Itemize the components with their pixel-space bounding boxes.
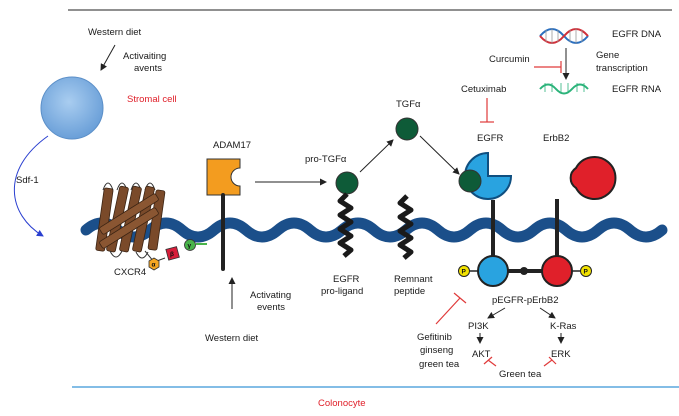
stromal-cell-label: Stromal cell [127, 94, 177, 105]
activating-events-top-label-1: Activaiting [123, 51, 166, 62]
western-diet-bottom-label: Western diet [205, 333, 259, 344]
akt-label: AKT [472, 349, 491, 360]
egfr-kinase-domain [477, 255, 509, 287]
green-tea-left-label: green tea [419, 359, 460, 370]
dimer-to-kras-arrow [539, 307, 556, 319]
green-tea-inhibition-erk [543, 356, 557, 367]
remnant-peptide-label-2: peptide [394, 286, 425, 297]
gefitinib-label: Gefitinib [417, 332, 452, 343]
p-right-label: P [584, 269, 589, 276]
rna-ticks [544, 83, 585, 92]
pro-tgfa-label: pro-TGFα [305, 154, 347, 165]
tgfa-ball [395, 117, 419, 141]
erbb2-kinase-domain [541, 255, 573, 287]
stromal-cell [40, 76, 104, 140]
protgfa-to-tgfa-arrow [359, 139, 394, 173]
p-right-badge [580, 265, 592, 277]
activating-events-bottom-label-2: events [257, 302, 285, 313]
pi3k-label: PI3K [468, 321, 489, 332]
sdf1-label: Sdf-1 [16, 175, 39, 186]
egfr-bound-tgfa [458, 169, 482, 193]
egfr-dna-helix [539, 28, 589, 44]
erbb2-receptor-head [569, 156, 617, 200]
activating-events-bottom-label-1: Activating [250, 290, 291, 301]
green-tea-bottom-label: Green tea [499, 369, 542, 380]
gene-transcription-label-2: transcription [596, 63, 648, 74]
green-tea-inhibition-akt [483, 356, 497, 367]
remnant-peptide-label-1: Remnant [394, 274, 433, 285]
dimer-link-knob [520, 267, 528, 275]
g-alpha-label: α [152, 262, 156, 269]
tgfa-label: TGFα [396, 99, 421, 110]
remnant-peptide-chain [397, 194, 414, 260]
gene-transcription-label-1: Gene [596, 50, 619, 61]
egfr-rna-strand [539, 83, 589, 95]
erk-label: ERK [551, 349, 571, 360]
erbb2-label: ErbB2 [543, 133, 569, 144]
cxcr4-label: CXCR4 [114, 267, 146, 278]
activating-events-top-label-2: avents [134, 63, 162, 74]
cetuximab-inhibition [480, 98, 494, 123]
pegfr-perbb2-label: pEGFR-pErbB2 [492, 295, 559, 306]
egfr-proligand-chain [337, 192, 354, 258]
g-gamma-label: γ [188, 243, 192, 250]
adam17-label: ADAM17 [213, 140, 251, 151]
cell-membrane [80, 217, 668, 243]
gefitinib-inhibition [435, 292, 467, 325]
egfr-dna-label: EGFR DNA [612, 29, 662, 40]
western-diet-top-label: Western diet [88, 27, 142, 38]
kras-label: K-Ras [550, 321, 577, 332]
curcumin-label: Curcumin [489, 54, 530, 65]
g-gamma-subunit [184, 239, 196, 251]
adam17-protein [206, 158, 241, 196]
egfr-proligand-label-2: pro-ligand [321, 286, 363, 297]
sdf1-arrow [13, 135, 49, 237]
p-left-label: P [462, 269, 467, 276]
ginseng-label: ginseng [420, 345, 453, 356]
colonocyte-label: Colonocyte [318, 398, 366, 409]
g-beta-subunit [165, 246, 180, 261]
egfr-label: EGFR [477, 133, 504, 144]
g-alpha-subunit [148, 257, 160, 271]
tgfa-to-egfr-arrow [419, 135, 460, 175]
western-diet-arrow [100, 44, 116, 71]
egfr-rna-label: EGFR RNA [612, 84, 662, 95]
p-left-badge [458, 265, 470, 277]
curcumin-inhibition [534, 61, 562, 73]
pro-tgfa-ball [335, 171, 359, 195]
cetuximab-label: Cetuximab [461, 84, 506, 95]
egfr-proligand-label-1: EGFR [333, 274, 360, 285]
g-protein: α β γ [144, 239, 207, 271]
dimer-to-pi3k-arrow [487, 307, 506, 319]
cxcr4-receptor [95, 182, 166, 259]
g-beta-label: β [170, 251, 174, 258]
